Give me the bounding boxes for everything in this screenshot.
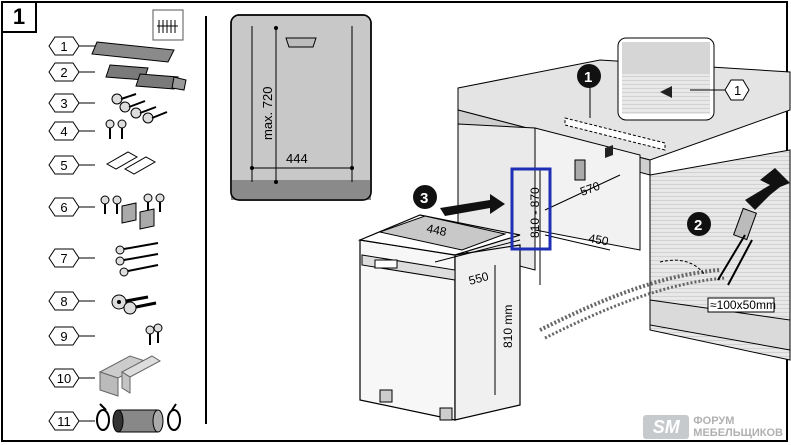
part-11-number: 11 xyxy=(57,414,71,429)
part-8-badge: 8 xyxy=(48,291,95,311)
part-6-number: 6 xyxy=(60,200,67,215)
part-11-badge: 11 xyxy=(48,411,95,431)
forum-watermark: SM ФОРУМ МЕБЕЛЬЩИКОВ xyxy=(643,415,783,439)
step-badge-2-number: 2 xyxy=(694,217,702,234)
part-6-badge: 6 xyxy=(48,197,95,217)
part-3-screws-icon xyxy=(111,93,168,124)
part-6-clips-icon xyxy=(100,193,165,230)
step-badge-3-number: 3 xyxy=(420,190,428,207)
part-5-badge: 5 xyxy=(48,155,95,175)
watermark-line-2: МЕБЕЛЬЩИКОВ xyxy=(693,427,783,439)
part-9-badge: 9 xyxy=(48,326,95,346)
part-10-side-brackets-icon xyxy=(98,355,161,397)
appliance-width-label: 448 xyxy=(425,221,448,239)
step-number: 1 xyxy=(12,4,26,29)
niche-panel: max. 720 444 xyxy=(230,14,372,201)
appliance-height-label: 810 mm xyxy=(501,305,515,348)
part-1-badge: 1 xyxy=(48,36,95,56)
part-5-adhesive-strips-icon xyxy=(105,151,157,175)
part-8-anchors-icon xyxy=(111,294,157,315)
detail-callout-part-1: 1 xyxy=(724,79,750,101)
step-badge-3: 3 xyxy=(413,185,437,209)
height-range-label: 810 - 870 xyxy=(528,187,542,238)
detail-callout-part-number: 1 xyxy=(734,83,741,98)
part-3-number: 3 xyxy=(60,96,67,111)
step-number-box: 1 xyxy=(1,1,37,33)
appliance-depth-label: 550 xyxy=(467,269,490,288)
opening-size-label: ≈100x50mm xyxy=(710,298,776,312)
watermark-logo: SM xyxy=(643,415,690,439)
step-badge-1-number: 1 xyxy=(584,69,592,86)
part-4-badge: 4 xyxy=(48,121,95,141)
part-3-badge: 3 xyxy=(48,93,95,113)
part-4-screws-icon xyxy=(105,119,127,139)
part-4-number: 4 xyxy=(60,124,67,139)
part-2-bracket-icon xyxy=(105,64,187,91)
niche-width-label: 444 xyxy=(286,151,308,166)
installation-scene: 810 - 870 570 450 448 550 810 mm ≈100x50… xyxy=(357,37,791,421)
part-10-badge: 10 xyxy=(48,368,95,388)
part-9-number: 9 xyxy=(60,329,67,344)
part-8-number: 8 xyxy=(60,294,67,309)
depth-upper-label: 570 xyxy=(578,179,602,199)
part-1-number: 1 xyxy=(60,39,67,54)
parts-list: 1 2 3 4 5 6 7 8 9 10 11 xyxy=(48,9,187,433)
niche-height-label: max. 720 xyxy=(260,87,275,140)
watermark-line-1: ФОРУМ xyxy=(693,415,735,427)
part-1-strip-icon xyxy=(91,9,184,63)
part-7-badge: 7 xyxy=(48,248,95,268)
step-badge-1: 1 xyxy=(577,64,601,118)
part-5-number: 5 xyxy=(60,158,67,173)
step-badge-2: 2 xyxy=(687,212,711,236)
part-7-number: 7 xyxy=(60,251,67,266)
part-9-screws-icon xyxy=(145,323,163,345)
part-2-badge: 2 xyxy=(48,62,95,82)
part-10-number: 10 xyxy=(57,371,71,386)
part-2-number: 2 xyxy=(60,65,67,80)
depth-lower-label: 450 xyxy=(587,231,609,248)
part-7-long-screws-icon xyxy=(115,242,159,277)
column-divider xyxy=(205,16,207,424)
part-11-hose-clamps-icon xyxy=(96,403,181,433)
